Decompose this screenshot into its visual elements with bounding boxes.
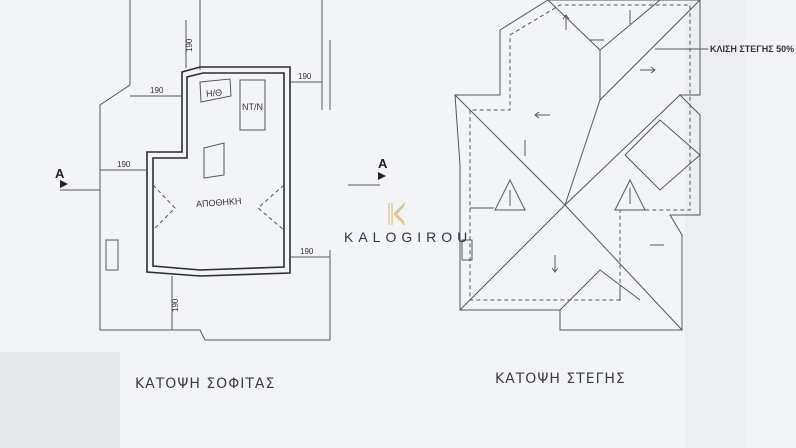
scan-band [685,0,745,448]
wall-line-below [469,4,691,301]
dim-label: 190 [298,72,312,81]
attic-plan-title: ΚΑΤΟΨΗ ΣΟΦΙΤΑΣ [135,376,275,392]
roof-vent [494,178,526,211]
dim-label: 190 [171,298,180,312]
kalogirou-logo: KALOGIROU [344,202,472,245]
roof-hip [559,269,641,311]
box-label-tank: ΝΤ/Ν [242,102,263,112]
roof-plan-title: ΚΑΤΟΨΗ ΣΤΕΓΗΣ [495,371,626,387]
dormer-right [257,184,285,231]
wall-inner [152,72,285,271]
dim-label: 190 [150,86,164,95]
room-label: ΑΠΟΘΗΚΗ [196,196,242,209]
section-mark: Α [55,166,65,181]
wall-outer [146,66,291,277]
roof-hip [459,204,683,331]
roof-hip [599,0,661,51]
roof-dormer [624,119,701,191]
logo-k-mark [388,202,406,226]
roof-slope-note: ΚΛΙΣΗ ΣΤΕΓΗΣ 50% [710,44,794,54]
roof-plan: ΚΛΙΣΗ ΣΤΕΓΗΣ 50% ΚΑΤΟΨΗ ΣΤΕΓΗΣ [454,0,794,387]
chimney [105,239,119,271]
dim-label: 190 [185,38,194,52]
dormer-left [152,184,176,231]
site-outline [99,0,331,341]
section-arrow-icon [60,180,68,188]
attic-plan: 190 190 190 190 190 190 Η/Θ ΝΤ/Ν ΑΠΟΘΗΚΗ… [55,0,388,392]
scan-shade [0,352,120,448]
section-mark: Α [378,156,388,171]
roof-hip [599,0,701,101]
window [203,142,225,179]
dim-label: 190 [300,247,314,256]
roof-vent [614,178,646,211]
box-tank [239,79,266,131]
slope-arrows [470,10,664,301]
chimney [461,239,473,261]
box-label-water-heater: Η/Θ [206,87,223,98]
box-water-heater [199,78,232,103]
roof-ridge [547,0,601,206]
dim-label: 190 [117,160,131,169]
roof-hip [454,94,681,206]
logo-text: KALOGIROU [344,229,472,245]
section-arrow-icon [378,172,386,180]
